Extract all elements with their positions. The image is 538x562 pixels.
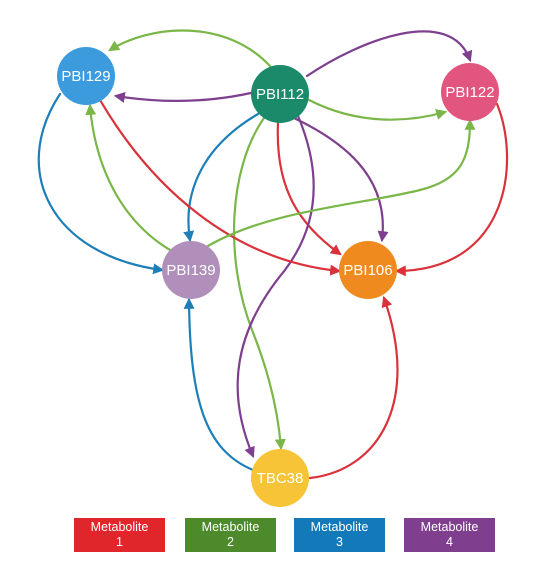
edges-layer	[37, 29, 509, 480]
node-label: PBI129	[61, 68, 110, 85]
node-circle	[441, 63, 499, 121]
edge-pbi112-to-pbi106-m4	[292, 116, 389, 243]
legend-item-metabolite-2: Metabolite 2	[185, 518, 276, 552]
edge-tbc38-to-pbi106-m1	[308, 295, 399, 480]
node-pbi122: PBI122	[441, 63, 499, 121]
legend-name: Metabolite	[420, 520, 479, 534]
node-label: PBI122	[445, 84, 494, 101]
legend-name: Metabolite	[310, 520, 369, 534]
edge-pbi112-to-pbi129-m2	[108, 29, 272, 68]
edge-pbi112-to-pbi139-m3	[183, 112, 260, 243]
node-label: PBI139	[166, 262, 215, 279]
node-circle	[57, 47, 115, 105]
legend-item-metabolite-1: Metabolite 1	[74, 518, 165, 552]
edge-pbi112-to-pbi122-m4	[305, 30, 473, 78]
node-label: TBC38	[257, 470, 304, 487]
node-pbi139: PBI139	[162, 241, 220, 299]
edge-pbi129-to-pbi139-m3	[37, 92, 165, 275]
node-pbi129: PBI129	[57, 47, 115, 105]
edge-pbi112-to-pbi106-m1	[276, 121, 342, 256]
legend-number: 3	[336, 535, 343, 549]
node-circle	[339, 241, 397, 299]
node-circle	[162, 241, 220, 299]
edge-pbi139-to-pbi122-m2	[206, 118, 476, 248]
legend: Metabolite 1 Metabolite 2 Metabolite 3 M…	[0, 518, 538, 554]
edge-pbi112-to-tbc38-m2	[232, 116, 286, 451]
legend-item-metabolite-3: Metabolite 3	[294, 518, 385, 552]
node-tbc38: TBC38	[251, 449, 309, 507]
edge-pbi139-to-pbi129-m2	[85, 103, 172, 252]
node-label: PBI112	[256, 86, 304, 103]
legend-name: Metabolite	[90, 520, 149, 534]
edge-pbi129-to-pbi106-m1	[98, 98, 342, 276]
legend-number: 1	[116, 535, 123, 549]
edge-pbi112-to-pbi129-m4	[113, 91, 253, 103]
edge-pbi112-to-tbc38-m4	[236, 114, 315, 459]
legend-item-metabolite-4: Metabolite 4	[404, 518, 495, 552]
edge-pbi112-to-pbi122-m2	[307, 98, 448, 121]
legend-name: Metabolite	[201, 520, 260, 534]
edge-pbi122-to-pbi106-m1	[394, 102, 509, 277]
edge-tbc38-to-pbi139-m3	[183, 297, 255, 472]
node-label: PBI106	[343, 262, 392, 279]
node-circle	[251, 65, 309, 123]
node-pbi106: PBI106	[339, 241, 397, 299]
node-circle	[251, 449, 309, 507]
legend-number: 4	[446, 535, 453, 549]
legend-number: 2	[227, 535, 234, 549]
node-pbi112: PBI112	[251, 65, 309, 123]
